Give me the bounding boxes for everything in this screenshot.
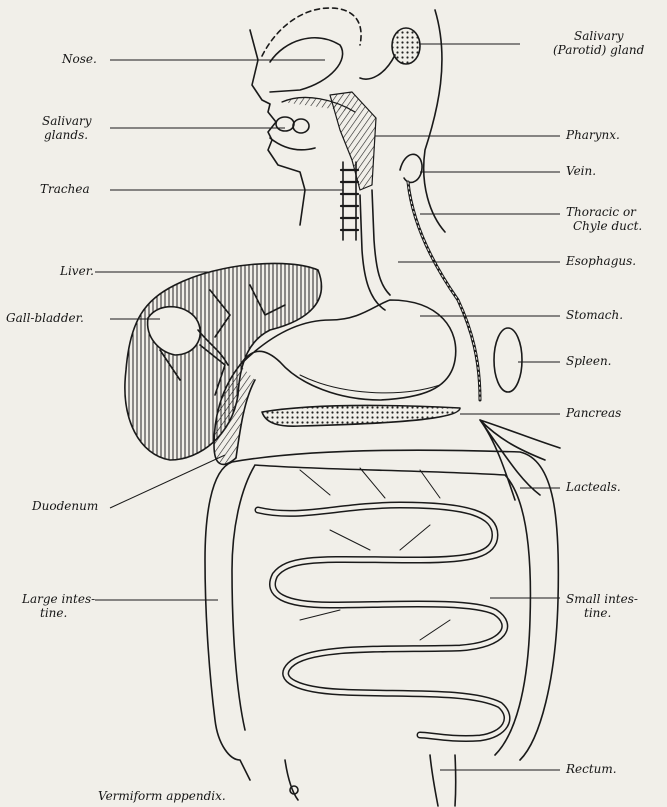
label-salivary-glands-1: Salivary bbox=[42, 115, 92, 128]
label-large-intestine-1: Large intes- bbox=[22, 593, 95, 606]
small-intestine bbox=[258, 505, 507, 738]
label-stomach: Stomach. bbox=[566, 309, 623, 322]
label-salivary-parotid-2: (Parotid) gland bbox=[553, 44, 644, 57]
label-pharynx: Pharynx. bbox=[566, 129, 620, 142]
thoracic-duct bbox=[408, 182, 480, 400]
label-vein: Vein. bbox=[566, 165, 596, 178]
label-salivary-glands-2: glands. bbox=[44, 129, 88, 142]
sublingual-gland-b bbox=[293, 119, 309, 133]
label-thoracic-2: Chyle duct. bbox=[573, 220, 642, 233]
sublingual-gland-a bbox=[276, 117, 294, 131]
neck-back bbox=[424, 10, 445, 232]
pharynx bbox=[330, 92, 376, 190]
label-thoracic-1: Thoracic or bbox=[566, 206, 636, 219]
nasal-cavity bbox=[270, 38, 343, 92]
spleen bbox=[494, 328, 522, 392]
label-gall-bladder: Gall-bladder. bbox=[6, 312, 84, 325]
label-lacteals: Lacteals. bbox=[566, 481, 621, 494]
label-vermiform-appendix: Vermiform appendix. bbox=[98, 790, 226, 803]
label-trachea: Trachea bbox=[40, 183, 90, 196]
label-rectum: Rectum. bbox=[566, 763, 617, 776]
label-spleen: Spleen. bbox=[566, 355, 612, 368]
label-liver: Liver. bbox=[60, 265, 94, 278]
label-esophagus: Esophagus. bbox=[566, 255, 636, 268]
pancreas bbox=[262, 405, 460, 426]
esophagus bbox=[360, 190, 390, 310]
vein bbox=[400, 154, 422, 182]
label-salivary-parotid-1: Salivary bbox=[574, 30, 624, 43]
parotid-gland bbox=[392, 28, 420, 64]
skull-outline bbox=[262, 8, 361, 56]
label-nose: Nose. bbox=[62, 53, 97, 66]
label-small-intestine-2: tine. bbox=[584, 607, 611, 620]
trachea bbox=[343, 162, 356, 240]
rectum bbox=[430, 755, 456, 806]
label-small-intestine-1: Small intes- bbox=[566, 593, 638, 606]
label-pancreas: Pancreas bbox=[566, 407, 621, 420]
label-duodenum: Duodenum bbox=[32, 500, 98, 513]
label-large-intestine-2: tine. bbox=[40, 607, 67, 620]
